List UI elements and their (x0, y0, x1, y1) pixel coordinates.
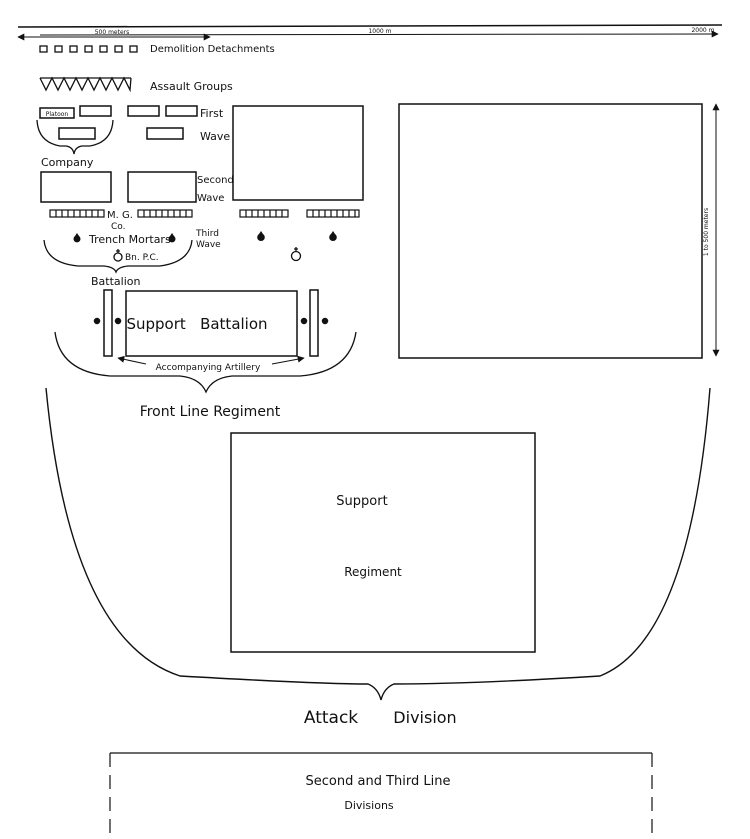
attack-division-label-2: Division (393, 708, 456, 727)
artillery-arrow (271, 355, 305, 365)
platoon-box (39, 107, 75, 119)
gun-icon (321, 317, 329, 325)
first-wave-box (79, 105, 112, 117)
support-battalion-label: Support Battalion (126, 315, 267, 333)
trench-mortars-label: Trench Mortars (88, 233, 171, 246)
first-wave-box (146, 127, 184, 140)
first-wave-box (58, 127, 96, 140)
support-regiment-label-2: Regiment (344, 565, 402, 579)
demolition-detachment-icons (39, 45, 138, 53)
accompanying-artillery-label: Accompanying Artillery (156, 363, 261, 373)
artillery-bar-left (103, 289, 113, 357)
gun-icon (93, 317, 101, 325)
scale-label-500: 500 meters (95, 29, 130, 36)
demolition-label: Demolition Detachments (150, 44, 275, 55)
depth-label: 1 to 500 meters (703, 208, 710, 256)
battalion-label: Battalion (91, 275, 140, 288)
gun-icon (300, 317, 308, 325)
second-third-line-label-2: Divisions (344, 799, 394, 812)
command-post-icons (113, 247, 302, 262)
second-wave-box (40, 171, 112, 203)
second-wave-box (127, 171, 197, 203)
adjacent-battalion-block (232, 105, 364, 201)
attack-division-label-1: Attack (304, 708, 358, 728)
support-regiment-box (230, 432, 536, 653)
company-brace (36, 119, 114, 155)
adjacent-regiment-box (398, 103, 703, 359)
scale-label-2000: 2000 m (691, 27, 714, 34)
mg-label-1: M. G. (107, 210, 133, 221)
gun-icon (114, 317, 122, 325)
second-third-line-box (109, 752, 653, 839)
mortar-icons (73, 231, 337, 243)
assault-label: Assault Groups (150, 80, 233, 93)
support-regiment-label-1: Support (336, 494, 387, 509)
first-wave-box (127, 105, 160, 117)
second-wave-label-2: Wave (197, 193, 224, 204)
second-third-line-label-1: Second and Third Line (306, 774, 451, 789)
mg-label-2: Co. (111, 222, 126, 232)
division-brace (45, 387, 711, 701)
third-wave-label-2: Wave (196, 240, 221, 250)
assault-group-icons (39, 76, 132, 93)
bn-pc-label: Bn. P.C. (125, 253, 159, 263)
artillery-arrow (117, 355, 147, 365)
platoon-label: Platoon (46, 111, 69, 118)
scale-bar (17, 24, 723, 41)
front-line-regiment-label: Front Line Regiment (140, 404, 281, 420)
company-label: Company (41, 156, 94, 169)
battalion-brace (43, 239, 193, 274)
regiment-brace (54, 331, 357, 394)
second-wave-label-1: Second (197, 175, 234, 186)
first-wave-label-2: Wave (200, 130, 230, 143)
scale-label-1000: 1000 m (368, 28, 391, 35)
first-wave-box (165, 105, 198, 117)
mg-company-icons (49, 209, 360, 218)
third-wave-label-1: Third (195, 229, 219, 239)
artillery-bar-right (309, 289, 319, 357)
support-battalion-box (125, 290, 298, 357)
first-wave-label-1: First (200, 107, 224, 120)
